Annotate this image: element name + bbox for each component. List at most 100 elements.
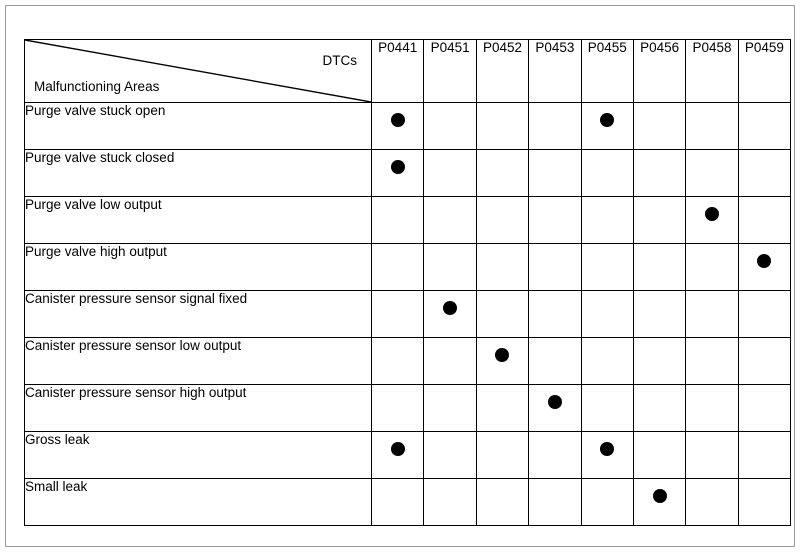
mark-cell-p0456 — [632, 478, 687, 526]
mark-cell-p0459 — [737, 196, 792, 244]
mark-cell-p0458 — [685, 478, 739, 526]
column-header-label: P0458 — [692, 40, 732, 55]
mark-cell-p0455 — [580, 102, 634, 150]
filled-circle-icon — [547, 395, 562, 409]
table-row: Purge valve low output — [24, 196, 792, 244]
mark-cell-p0452 — [475, 478, 530, 526]
table-row: Small leak — [24, 478, 792, 526]
row-label-cell: Purge valve stuck open — [24, 102, 372, 150]
mark-cell-p0458 — [685, 290, 739, 338]
filled-circle-icon — [705, 207, 720, 221]
column-header-p0441: P0441 — [370, 39, 425, 103]
mark-cell-p0452 — [475, 149, 530, 197]
mark-cell-p0451 — [423, 196, 477, 244]
filled-circle-icon — [443, 301, 458, 315]
mark-cell-p0458 — [685, 149, 739, 197]
mark-cell-p0455 — [580, 431, 634, 479]
column-header-label: P0459 — [744, 40, 784, 55]
table-row: Canister pressure sensor signal fixed — [24, 290, 792, 338]
mark-cell-p0459 — [737, 478, 792, 526]
mark-cell-p0459 — [737, 431, 792, 479]
table-row: Canister pressure sensor high output — [24, 384, 792, 432]
mark-cell-p0451 — [423, 243, 477, 291]
mark-cell-p0459 — [737, 102, 792, 150]
filled-circle-icon — [757, 254, 772, 268]
mark-cell-p0453 — [528, 196, 582, 244]
mark-cell-p0453 — [528, 243, 582, 291]
mark-cell-p0456 — [632, 431, 687, 479]
mark-cell-p0453 — [528, 149, 582, 197]
mark-cell-p0459 — [737, 337, 792, 385]
row-label-cell: Gross leak — [24, 431, 372, 479]
mark-cell-p0456 — [632, 243, 687, 291]
column-header-label: P0451 — [430, 40, 470, 55]
mark-cell-p0452 — [475, 102, 530, 150]
mark-cell-p0441 — [370, 149, 425, 197]
mark-cell-p0441 — [370, 337, 425, 385]
mark-cell-p0459 — [737, 384, 792, 432]
mark-cell-p0455 — [580, 243, 634, 291]
column-header-p0458: P0458 — [685, 39, 739, 103]
mark-cell-p0452 — [475, 431, 530, 479]
mark-cell-p0455 — [580, 149, 634, 197]
mark-cell-p0453 — [528, 290, 582, 338]
column-header-p0453: P0453 — [528, 39, 582, 103]
mark-cell-p0456 — [632, 149, 687, 197]
mark-cell-p0451 — [423, 102, 477, 150]
mark-cell-p0458 — [685, 196, 739, 244]
table-row: Purge valve high output — [24, 243, 792, 291]
mark-cell-p0451 — [423, 431, 477, 479]
mark-cell-p0441 — [370, 384, 425, 432]
table-row: Canister pressure sensor low output — [24, 337, 792, 385]
mark-cell-p0453 — [528, 478, 582, 526]
mark-cell-p0453 — [528, 431, 582, 479]
mark-cell-p0459 — [737, 149, 792, 197]
mark-cell-p0456 — [632, 290, 687, 338]
mark-cell-p0451 — [423, 149, 477, 197]
mark-cell-p0451 — [423, 384, 477, 432]
column-header-label: P0456 — [640, 40, 680, 55]
mark-cell-p0456 — [632, 102, 687, 150]
row-label-cell: Purge valve low output — [24, 196, 372, 244]
mark-cell-p0451 — [423, 478, 477, 526]
column-header-p0455: P0455 — [580, 39, 634, 103]
mark-cell-p0453 — [528, 102, 582, 150]
filled-circle-icon — [652, 489, 667, 503]
row-label-cell: Canister pressure sensor high output — [24, 384, 372, 432]
table-row: Purge valve stuck open — [24, 102, 792, 150]
column-header-p0459: P0459 — [737, 39, 792, 103]
mark-cell-p0441 — [370, 478, 425, 526]
mark-cell-p0455 — [580, 337, 634, 385]
table-row: Purge valve stuck closed — [24, 149, 792, 197]
mark-cell-p0455 — [580, 384, 634, 432]
row-label-cell: Small leak — [24, 478, 372, 526]
mark-cell-p0452 — [475, 337, 530, 385]
filled-circle-icon — [390, 160, 405, 174]
row-axis-label: Malfunctioning Areas — [34, 78, 160, 94]
mark-cell-p0452 — [475, 384, 530, 432]
mark-cell-p0441 — [370, 102, 425, 150]
mark-cell-p0455 — [580, 478, 634, 526]
mark-cell-p0452 — [475, 196, 530, 244]
mark-cell-p0453 — [528, 384, 582, 432]
mark-cell-p0458 — [685, 431, 739, 479]
column-header-label: P0441 — [378, 40, 418, 55]
column-header-p0456: P0456 — [632, 39, 687, 103]
filled-circle-icon — [600, 442, 615, 456]
mark-cell-p0456 — [632, 337, 687, 385]
column-header-p0452: P0452 — [475, 39, 530, 103]
mark-cell-p0441 — [370, 431, 425, 479]
filled-circle-icon — [390, 442, 405, 456]
mark-cell-p0459 — [737, 243, 792, 291]
mark-cell-p0458 — [685, 337, 739, 385]
table-row: Gross leak — [24, 431, 792, 479]
mark-cell-p0455 — [580, 290, 634, 338]
mark-cell-p0441 — [370, 290, 425, 338]
mark-cell-p0441 — [370, 196, 425, 244]
filled-circle-icon — [390, 113, 405, 127]
